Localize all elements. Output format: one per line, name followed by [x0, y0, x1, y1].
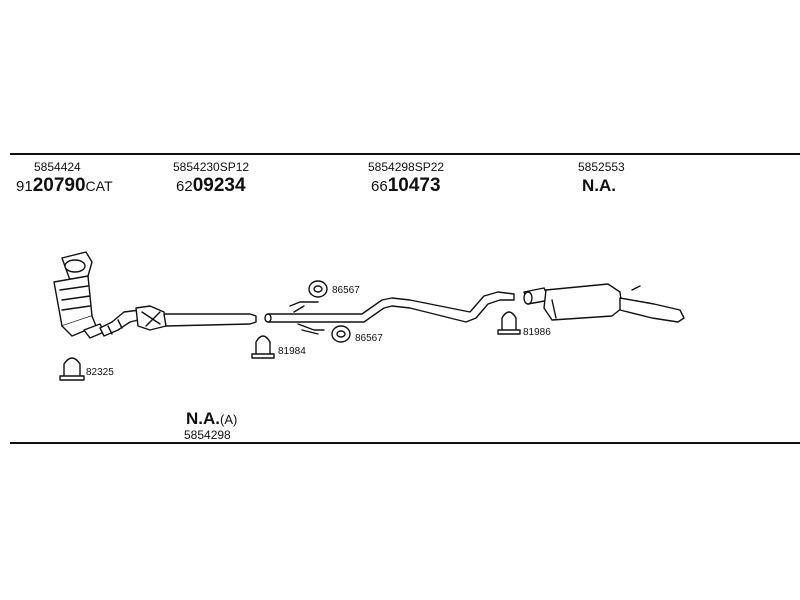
part-na-rear-silencer: N.A.	[582, 176, 616, 195]
part-ref-middle-pipe: 5854298SP22	[368, 160, 445, 174]
rubber-mount-icon-86567-b	[331, 325, 351, 343]
u-clamp-icon-82325	[59, 357, 85, 381]
u-clamp-icon-81984	[251, 335, 275, 359]
part-code-catalyst: 9120790CAT	[16, 175, 113, 196]
clamp-label-82325: 82325	[86, 367, 114, 378]
mount-label-86567-b: 86567	[355, 333, 383, 344]
part-ref-front-pipe: 5854230SP12	[173, 160, 250, 174]
part-ref-rear-silencer: 5852553	[578, 160, 625, 174]
part-ref-catalyst: 5854424	[34, 160, 81, 174]
clamp-label-81986: 81986	[523, 327, 551, 338]
bottom-ref-label: 5854298	[184, 428, 231, 442]
rear-silencer-icon	[523, 283, 685, 323]
middle-pipe-icon	[264, 291, 515, 335]
part-code-front-pipe: 6209234	[176, 175, 246, 196]
front-pipe-icon	[99, 305, 257, 337]
rubber-mount-icon-86567-a	[308, 280, 328, 298]
u-clamp-icon-81986	[497, 311, 521, 335]
catalytic-converter-icon	[53, 251, 105, 339]
mount-label-86567-a: 86567	[332, 285, 360, 296]
clamp-label-81984: 81984	[278, 346, 306, 357]
top-divider	[10, 153, 800, 155]
bottom-na-label: N.A.(A)	[186, 409, 238, 428]
part-code-middle-pipe: 6610473	[371, 175, 441, 196]
bottom-divider	[10, 442, 800, 444]
